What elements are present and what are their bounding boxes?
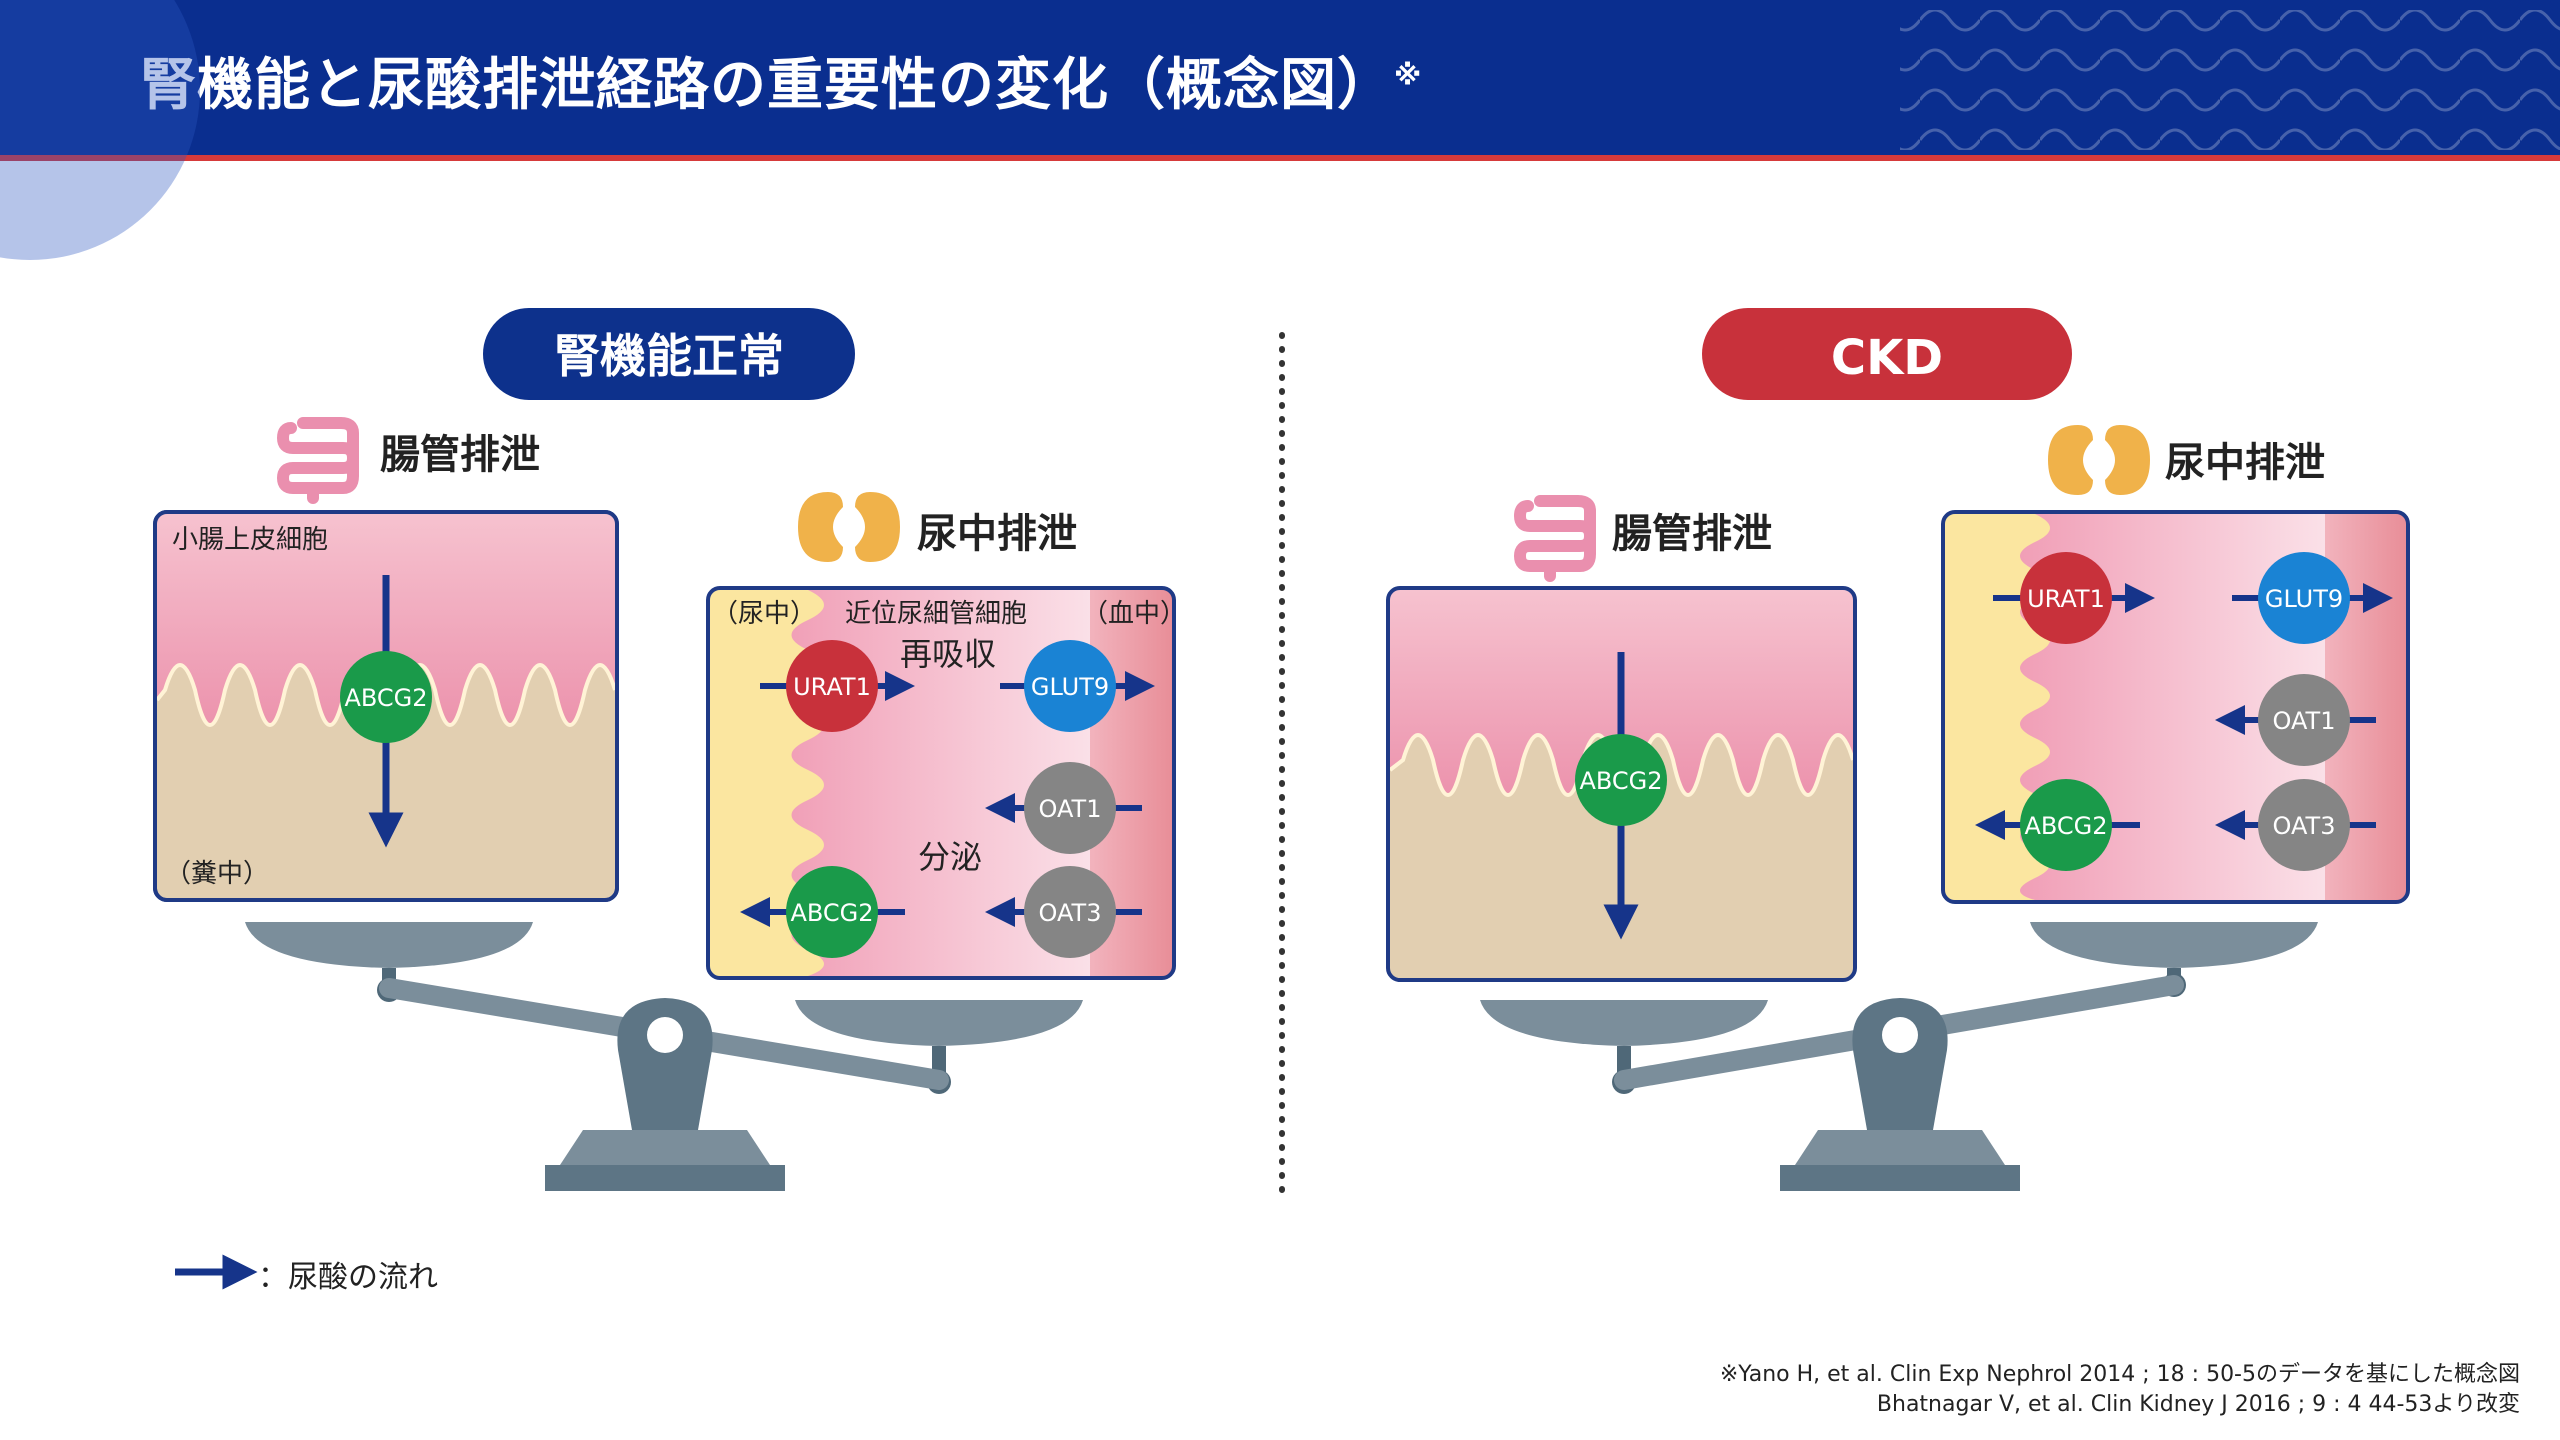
normal-urine-label-center: 近位尿細管細胞 <box>845 599 1027 629</box>
kidney-icon <box>798 492 900 562</box>
ckd-pill <box>1702 308 2072 400</box>
ckd-glut9 <box>2258 552 2350 644</box>
normal-kidney-abcg2-label: ABCG2 <box>790 899 873 927</box>
normal-oat3-label: OAT3 <box>1039 899 1102 927</box>
ckd-gut-heading: 腸管排泄 <box>1612 511 1772 557</box>
normal-gut-bottom-label: （糞中） <box>165 859 269 889</box>
normal-gut-abcg2 <box>340 651 432 743</box>
normal-panel: 腎機能正常 腸管排泄 小腸上皮細胞 （糞中） ABCG2 尿中排泄 <box>153 308 1186 1191</box>
normal-balance-scale <box>245 922 1083 1191</box>
normal-urine-label-right: （血中） <box>1082 599 1186 629</box>
header-wave-pattern <box>1900 10 2560 150</box>
ckd-urat1-label: URAT1 <box>2027 585 2105 613</box>
ckd-gut-abcg2-label: ABCG2 <box>1579 767 1662 795</box>
kidney-icon <box>2048 425 2150 495</box>
ckd-oat1-label: OAT1 <box>2273 707 2336 735</box>
normal-urine-label-left: （尿中） <box>712 599 816 629</box>
ckd-urat1 <box>2020 552 2112 644</box>
intestine-icon <box>1513 495 1597 582</box>
ckd-urine-heading: 尿中排泄 <box>2165 440 2325 486</box>
reference-1: ※Yano H, et al. Clin Exp Nephrol 2014 ; … <box>1719 1362 2520 1387</box>
normal-oat3 <box>1024 866 1116 958</box>
ckd-gut-abcg2 <box>1575 734 1667 826</box>
normal-kidney-abcg2 <box>786 866 878 958</box>
normal-oat1-label: OAT1 <box>1039 795 1102 823</box>
normal-secretion-label: 分泌 <box>918 838 982 876</box>
reference-2: Bhatnagar V, et al. Clin Kidney J 2016 ;… <box>1876 1392 2520 1417</box>
normal-pill-label: 腎機能正常 <box>554 329 784 383</box>
normal-glut9-label: GLUT9 <box>1031 673 1109 701</box>
ckd-panel: CKD 腸管排泄 ABCG2 尿中排泄 URAT1 <box>1386 308 2410 1191</box>
normal-reabsorption-label: 再吸収 <box>900 635 996 673</box>
intestine-icon <box>276 417 360 504</box>
normal-gut-heading: 腸管排泄 <box>380 432 540 478</box>
ckd-glut9-label: GLUT9 <box>2265 585 2343 613</box>
header-accent-line <box>0 155 2560 161</box>
title-note-mark: ※ <box>1394 58 1423 92</box>
ckd-oat3-label: OAT3 <box>2273 812 2336 840</box>
page-title: 腎機能と尿酸排泄経路の重要性の変化（概念図）※ <box>140 40 1422 121</box>
ckd-oat1 <box>2258 674 2350 766</box>
ckd-pill-label: CKD <box>1831 330 1943 386</box>
title-text: 腎機能と尿酸排泄経路の重要性の変化（概念図） <box>140 53 1394 118</box>
legend-label: ：尿酸の流れ <box>258 1260 438 1295</box>
normal-urine-heading: 尿中排泄 <box>917 511 1077 557</box>
normal-gut-abcg2-label: ABCG2 <box>344 684 427 712</box>
references: ※Yano H, et al. Clin Exp Nephrol 2014 ; … <box>1720 1360 2520 1420</box>
normal-gut-top-label: 小腸上皮細胞 <box>172 525 328 555</box>
normal-urat1-label: URAT1 <box>793 673 871 701</box>
legend: ：尿酸の流れ <box>258 1252 438 1296</box>
header-decor-circle <box>0 0 200 260</box>
normal-urat1 <box>786 640 878 732</box>
normal-glut9 <box>1024 640 1116 732</box>
normal-pill <box>483 308 855 400</box>
normal-oat1 <box>1024 762 1116 854</box>
ckd-kidney-abcg2-label: ABCG2 <box>2024 812 2107 840</box>
ckd-oat3 <box>2258 779 2350 871</box>
ckd-balance-scale <box>1480 922 2318 1191</box>
ckd-kidney-abcg2 <box>2020 779 2112 871</box>
